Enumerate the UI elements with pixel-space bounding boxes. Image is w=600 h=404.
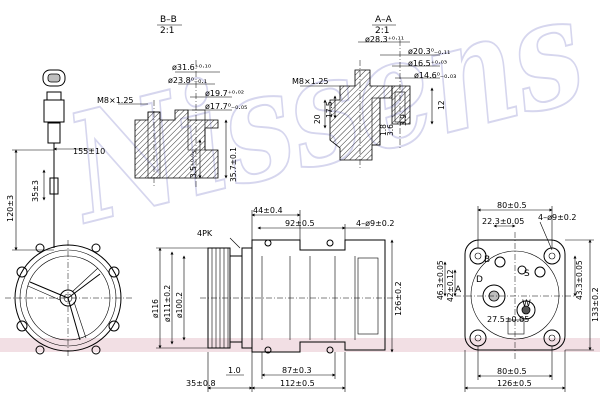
back-height-133-label: 133±0.2 [591, 287, 600, 322]
aa-dim-1-8-label: 1.8 [379, 124, 388, 136]
bb-thread-label: M8×1.25 [97, 96, 134, 105]
back-dim-46-label: 46.3±0.05 [436, 260, 445, 300]
back-dim-80-top-label: 80±0.5 [497, 201, 527, 210]
side-dim-87-label: 87±0.3 [282, 366, 312, 375]
side-dim-44-label: 44±0.4 [253, 206, 283, 215]
back-dim-22-label: 22.3±0.05 [482, 217, 524, 226]
section-aa-drawing [300, 40, 440, 168]
side-view-compressor [156, 210, 395, 392]
port-s-label: S [524, 269, 530, 279]
aa-dia-28-label: ø28.3⁺⁰·¹¹ [365, 35, 404, 44]
connector-drawing [12, 69, 94, 251]
pulley-dia-116-label: ø116 [151, 299, 160, 318]
side-holes-label: 4–ø9±0.2 [356, 219, 395, 228]
side-height-126-label: 126±0.2 [394, 281, 403, 316]
side-dim-112-label: 112±0.5 [280, 379, 315, 388]
side-dim-1-label: 1.0 [228, 366, 241, 375]
section-aa-scale: 2:1 [375, 26, 389, 36]
front-view-pulley [5, 240, 132, 358]
side-dim-92-label: 92±0.5 [285, 219, 315, 228]
side-dim-35-label: 35±0.8 [186, 379, 216, 388]
back-holes-label: 4–ø9±0.2 [538, 213, 577, 222]
harness-length-label: 35±3 [31, 180, 40, 202]
wire-length-label: 155±10 [73, 147, 105, 156]
back-dim-42-label: 42±0.12 [446, 269, 455, 302]
aa-dim-17-label: 17.5 [325, 101, 334, 118]
aa-dia-14-label: ø14.6⁰₋₀.₀₃ [414, 71, 456, 80]
bb-height-label: 35.7±0.1 [229, 147, 238, 182]
section-bb-title: B–B [160, 15, 177, 25]
aa-dim-20-label: 20 [313, 114, 322, 124]
back-dim-43-label: 43.3±0.05 [575, 260, 584, 300]
section-aa-title: A–A [375, 15, 393, 25]
bb-depth-label: 3.5⁺⁰·⁰₅ [189, 151, 198, 178]
aa-dia-16-label: ø16.5⁺⁰·⁰³ [408, 59, 447, 68]
pulley-dia-111-label: ø111±0.2 [163, 285, 172, 322]
port-b-label: B [484, 255, 490, 265]
back-dim-27-label: 27.5±0.05 [487, 315, 529, 324]
bb-dia-19-label: ø19.7⁺⁰·⁰² [205, 89, 244, 98]
back-dim-126-label: 126±0.5 [497, 379, 532, 388]
back-dim-80-bottom-label: 80±0.5 [497, 367, 527, 376]
port-d-label: D [476, 275, 483, 285]
bb-dia-31-label: ø31.6⁺⁰·¹⁰ [172, 63, 211, 72]
aa-thread-label: M8×1.25 [292, 77, 329, 86]
aa-dia-20-label: ø20.3⁰₋₀.₁₁ [408, 47, 450, 56]
port-w-label: W [522, 299, 531, 309]
aa-dim-3-6-label: 3.6 [386, 124, 395, 136]
bb-dia-17-label: ø17.7⁰₋₀.₀₅ [205, 102, 247, 111]
cable-length-label: 120±3 [6, 195, 15, 222]
aa-dim-3-9-label: 3.9 [399, 114, 408, 126]
pulley-dia-100-label: ø100.2 [175, 292, 184, 318]
bb-dia-23-label: ø23.8⁰₋₀.₁ [168, 76, 207, 85]
belt-type-label: 4PK [197, 229, 213, 238]
port-a-label: A [455, 285, 462, 295]
section-bb-drawing [118, 60, 232, 188]
back-view-compressor [443, 206, 594, 392]
section-bb-scale: 2:1 [160, 26, 174, 36]
aa-dim-12-label: 12 [437, 100, 446, 110]
